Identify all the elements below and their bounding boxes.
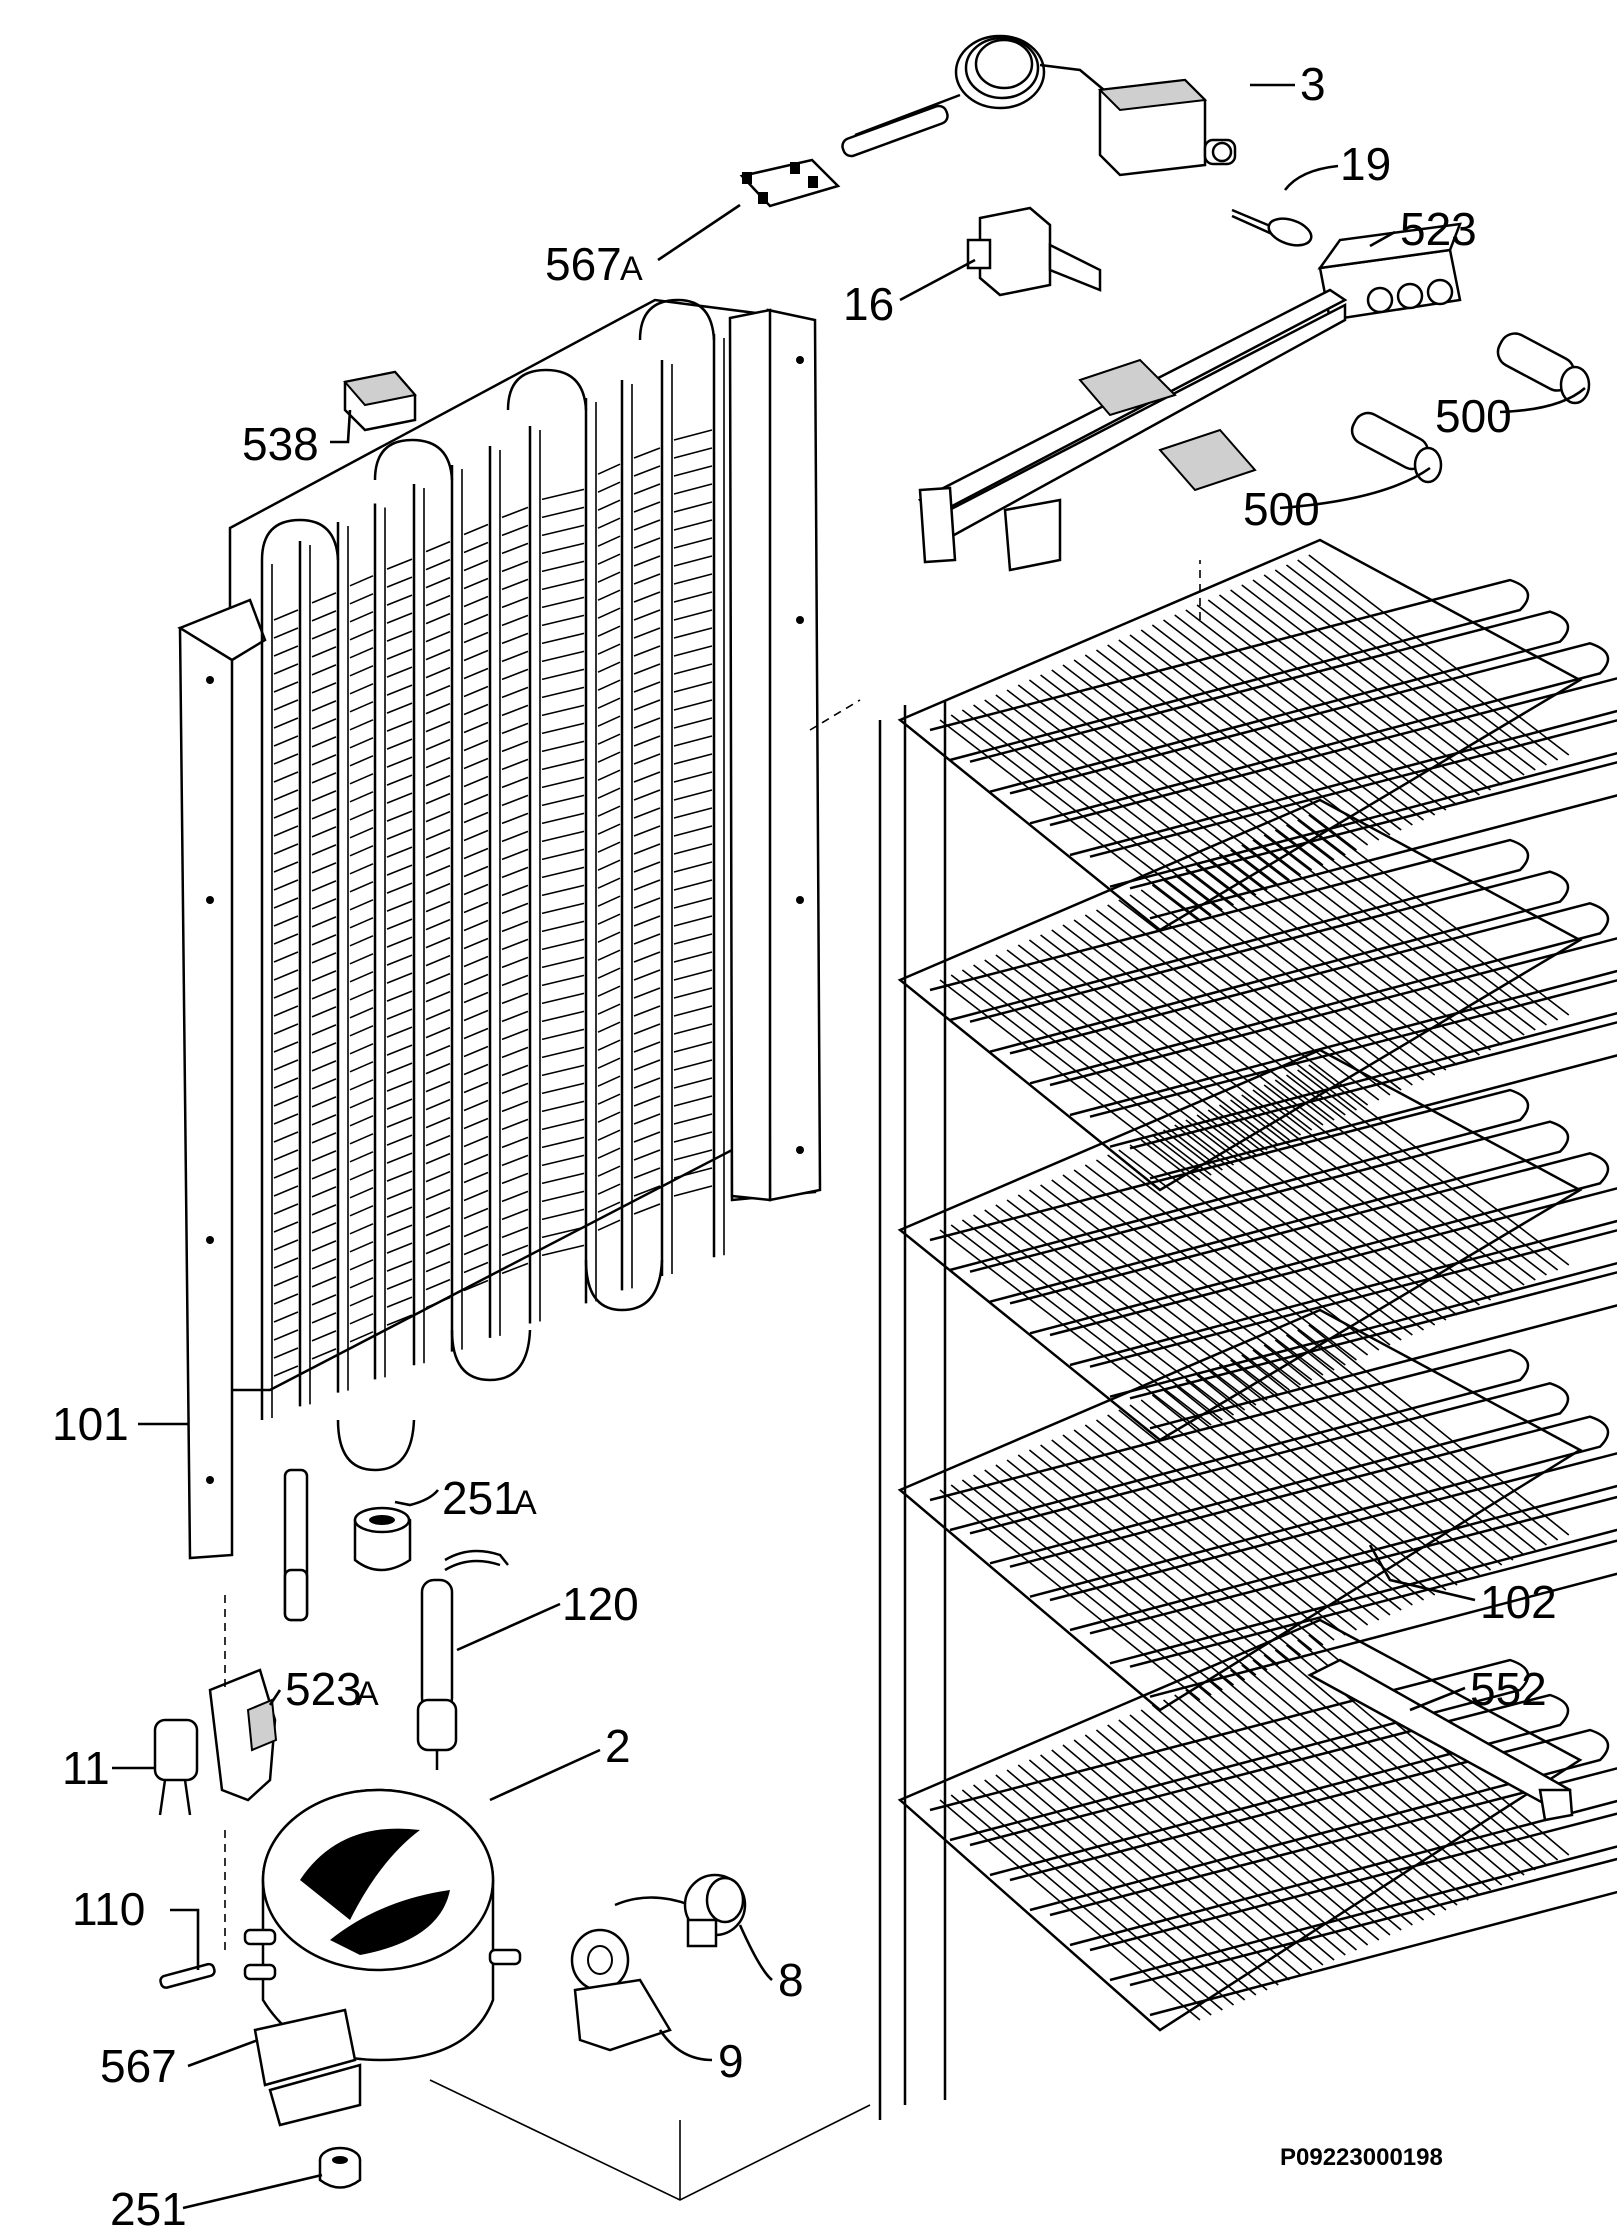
part-label: 500 [1243, 483, 1320, 535]
control-clip [739, 158, 841, 208]
part-label: 120 [562, 1578, 639, 1630]
svg-text:16: 16 [843, 278, 894, 330]
clip-538 [343, 370, 417, 432]
svg-text:19: 19 [1340, 138, 1391, 190]
svg-text:A: A [356, 1675, 379, 1713]
fuse-upper [1496, 332, 1591, 405]
lamp [1231, 208, 1313, 247]
svg-text:500: 500 [1243, 483, 1320, 535]
svg-text:567: 567 [100, 2040, 177, 2092]
svg-text:102: 102 [1480, 1576, 1557, 1628]
part-label: 251 [110, 2183, 187, 2233]
part-label: 16 [843, 278, 894, 330]
part-label: 523 [1400, 203, 1477, 255]
part-label: 538 [242, 418, 319, 470]
thermostat [841, 34, 1237, 177]
svg-text:120: 120 [562, 1578, 639, 1630]
svg-text:11: 11 [62, 1742, 110, 1794]
svg-text:552: 552 [1470, 1663, 1547, 1715]
part-label: 552 [1470, 1663, 1547, 1715]
svg-text:567: 567 [545, 238, 622, 290]
part-label: 101 [52, 1398, 129, 1450]
part-label: 9 [718, 2035, 744, 2087]
svg-text:523: 523 [1400, 203, 1477, 255]
part-label: 11 [62, 1742, 110, 1794]
part-label: 500 [1435, 390, 1512, 442]
svg-text:538: 538 [242, 418, 319, 470]
switch-housing [917, 222, 1462, 572]
svg-text:8: 8 [778, 1954, 804, 2006]
part-label: 567 [100, 2040, 177, 2092]
condenser-panel [177, 298, 822, 1622]
part-label: 19 [1340, 138, 1391, 190]
svg-text:3: 3 [1300, 58, 1326, 110]
svg-text:101: 101 [52, 1398, 129, 1450]
relay-bracket [208, 1668, 278, 1802]
starter-relay [570, 1928, 672, 2052]
svg-text:9: 9 [718, 2035, 744, 2087]
sleeve [353, 1506, 412, 1572]
svg-text:523: 523 [285, 1663, 362, 1715]
drawing-code: P09223000198 [1280, 2144, 1443, 2171]
grommet [318, 2146, 362, 2189]
svg-text:251: 251 [442, 1472, 519, 1524]
part-label: 102 [1480, 1576, 1557, 1628]
evaporator-rack [878, 538, 1617, 2120]
pin [159, 1962, 216, 1989]
svg-text:110: 110 [72, 1883, 145, 1935]
svg-text:500: 500 [1435, 390, 1512, 442]
svg-text:A: A [620, 250, 643, 288]
svg-text:2: 2 [605, 1720, 631, 1772]
compressor [243, 1788, 871, 2201]
part-label: 2 [605, 1720, 631, 1772]
plinth-strip [1307, 1658, 1574, 1822]
svg-text:251: 251 [110, 2183, 187, 2233]
door-switch [966, 206, 1102, 297]
svg-text:A: A [514, 1484, 537, 1522]
overload-protector [614, 1873, 747, 1948]
part-label: 3 [1300, 58, 1326, 110]
heater-wire [416, 1549, 509, 1770]
part-label: 110 [72, 1883, 145, 1935]
relay [153, 1718, 199, 1816]
part-label: 8 [778, 1954, 804, 2006]
